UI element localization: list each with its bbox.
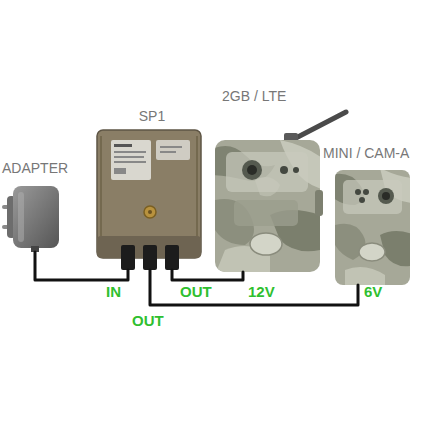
device-heading: SP1 [95,108,209,124]
sp1-node: SP1 [95,108,209,270]
mini-camera-illustration [330,168,415,290]
port-label: OUT [180,283,212,300]
power-cable [150,270,358,305]
power-cable [35,252,128,280]
mini-camera-node: MINI / CAM-A [318,145,424,285]
sp1-illustration [97,130,201,270]
power-cable [172,270,243,280]
device-heading: MINI / CAM-A [323,145,424,161]
port-label: OUT [132,312,164,329]
voltage-label: 6V [364,283,382,300]
lte-camera-node: 2GB / LTE [210,88,329,272]
device-heading: 2GB / LTE [222,88,329,104]
adapter-illustration [2,186,59,252]
voltage-label: 12V [248,283,275,300]
adapter-node: ADAPTER [2,160,82,252]
port-label: IN [106,283,121,300]
device-heading: ADAPTER [2,160,82,176]
lte-camera-illustration [210,112,346,275]
